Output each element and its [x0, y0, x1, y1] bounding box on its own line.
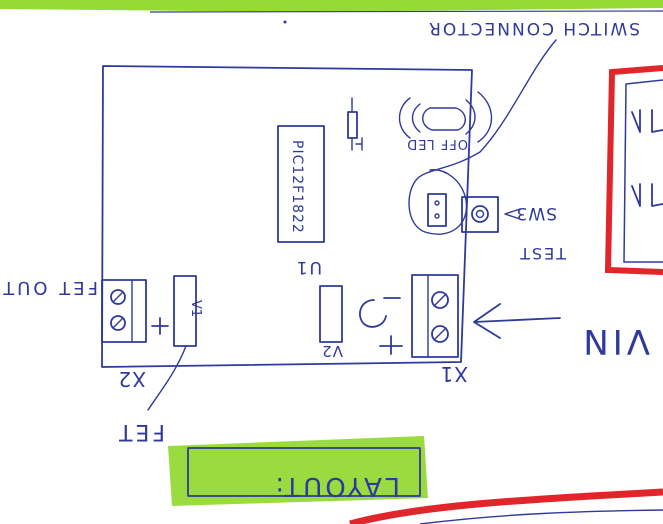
top-highlight — [0, 0, 663, 12]
off-led-label: OFF LED — [406, 136, 468, 151]
right-box-glyph-2 — [631, 183, 663, 207]
top-rule — [149, 10, 663, 13]
x2-label: X2 — [118, 367, 146, 391]
sw3-switch — [461, 196, 499, 233]
led-mark — [355, 137, 363, 151]
fet-label: FET — [116, 419, 165, 444]
layout-label: LAYOUT: — [272, 471, 400, 501]
sw3-button — [471, 205, 489, 223]
test-label: TEST — [518, 244, 567, 263]
plus-sign — [379, 335, 403, 355]
x1-screw-2 — [431, 325, 449, 343]
v2-capacitor — [319, 285, 343, 343]
x1-screw-1 — [431, 291, 449, 309]
u1-label: U1 — [295, 257, 322, 277]
bottom-rule — [419, 509, 663, 524]
fet-leader — [147, 345, 187, 411]
red-frame-bottom — [349, 488, 663, 524]
u1-chip — [277, 125, 325, 243]
switch-connector-label: SWITCH CONNECTOR — [427, 18, 640, 38]
led-wave-outer-right — [477, 91, 493, 143]
sw3-label: SW3 — [516, 203, 557, 223]
vin-arrow — [473, 303, 561, 339]
layout-highlight — [168, 436, 428, 506]
led-wave-inner-right — [465, 99, 476, 135]
v1-capacitor — [173, 275, 197, 347]
red-frame-right-inner — [623, 79, 663, 263]
vin-label: VIN — [579, 321, 650, 361]
v1-label: V1 — [188, 300, 203, 317]
fet-out-label: FET OUT — [0, 277, 98, 298]
sw3-arrow — [504, 208, 521, 220]
x2-screw-1 — [110, 289, 126, 305]
red-frame-right — [604, 65, 663, 275]
polarity-circle — [359, 299, 387, 328]
sw3-button-inner — [475, 209, 485, 219]
board-outline — [101, 65, 473, 368]
switch-connector-loop — [408, 169, 468, 235]
header-pin-2 — [434, 213, 440, 219]
x1-label: X1 — [440, 362, 468, 386]
header-pin-1 — [434, 200, 440, 206]
x2-screw-2 — [110, 315, 126, 331]
x2-terminal-block — [101, 279, 147, 343]
switch-connector-leader — [417, 39, 557, 179]
x1-screw-2-slot — [433, 327, 447, 341]
x1-terminal-block — [411, 274, 459, 358]
x1-screw-1-slot — [433, 293, 447, 307]
layout-box — [187, 447, 421, 497]
led-wave-outer-left — [398, 97, 411, 139]
x2-screw-1-slot — [112, 291, 124, 303]
right-box-glyph-1 — [631, 109, 663, 133]
led-body — [422, 107, 466, 131]
u1-part-label: PIC12F1822 — [289, 140, 305, 234]
led-wave-inner-left — [411, 103, 421, 133]
switch-connector-header — [427, 193, 447, 227]
x2-screw-2-slot — [112, 317, 124, 329]
v1-plus-sign — [151, 317, 169, 335]
resistor — [347, 111, 358, 139]
stray-dot — [283, 20, 287, 24]
v2-label: V2 — [321, 342, 343, 360]
